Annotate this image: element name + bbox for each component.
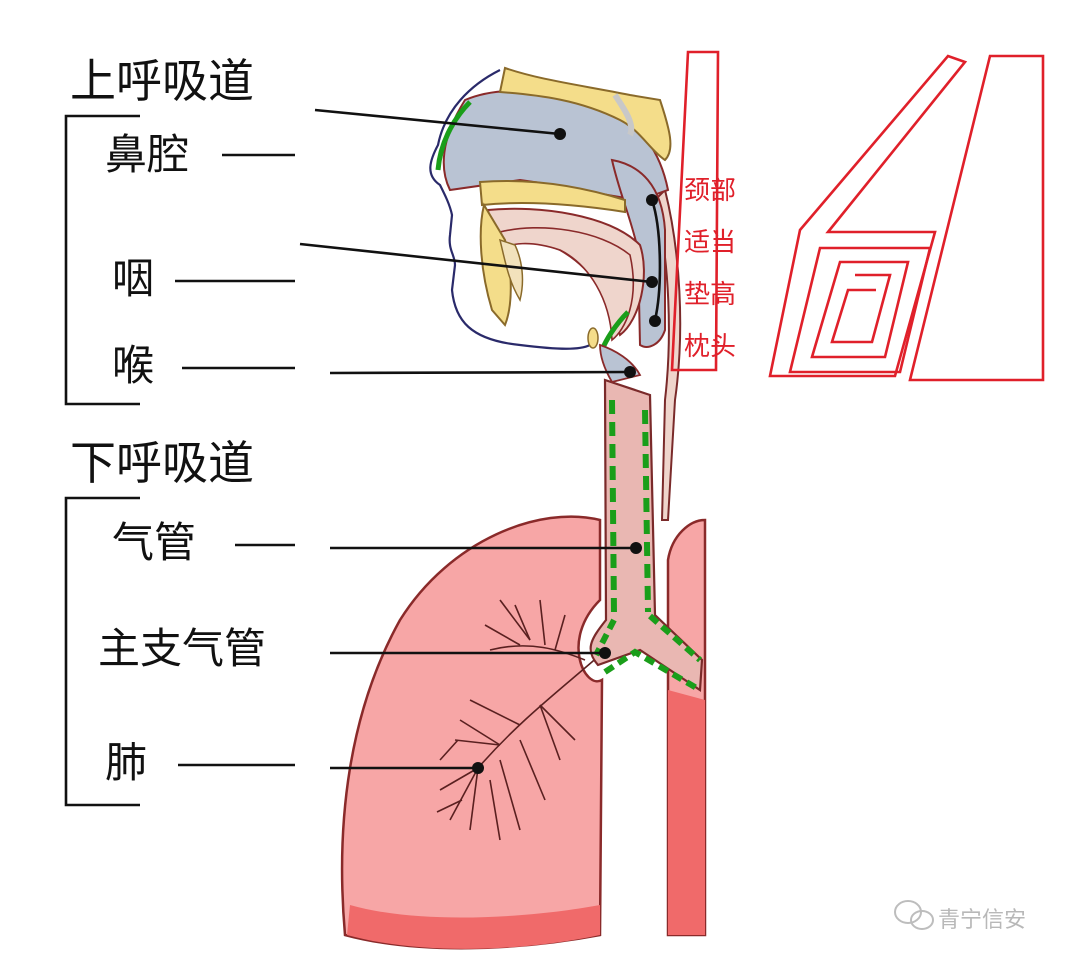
pillow-wedge-outline bbox=[768, 54, 968, 378]
head-section bbox=[429, 66, 672, 384]
upper-tract-title: 上呼吸道 bbox=[70, 54, 254, 108]
pillow-spiral-mid bbox=[810, 260, 910, 359]
pillow-note-line-2: 适当 bbox=[684, 228, 737, 258]
upper-tract-bracket bbox=[64, 114, 140, 406]
pillow-note-line-3: 垫高 bbox=[684, 280, 737, 310]
pillow-note-line-4: 枕头 bbox=[684, 332, 737, 362]
pillow-annotation bbox=[670, 50, 1045, 382]
right-lung bbox=[340, 515, 604, 950]
pillow-wedge-right bbox=[908, 54, 1045, 382]
lower-tract-title: 下呼吸道 bbox=[70, 436, 254, 490]
leader-pharynx bbox=[299, 242, 653, 284]
neck-tissue bbox=[653, 188, 682, 521]
leader-pharynx-span bbox=[650, 199, 662, 321]
leader-larynx bbox=[329, 370, 631, 375]
pillow-note-line-1: 颈部 bbox=[684, 176, 737, 206]
watermark: 青宁信安 bbox=[938, 908, 1027, 933]
left-lung bbox=[666, 518, 707, 937]
pillow-box bbox=[670, 50, 720, 372]
label-nasal-cavity: 鼻腔 bbox=[105, 130, 190, 179]
lower-tract-bracket bbox=[64, 496, 140, 807]
leader-dots bbox=[472, 128, 661, 774]
wechat-icon bbox=[894, 900, 934, 930]
label-larynx: 喉 bbox=[112, 341, 155, 390]
label-main-bronchus: 主支气管 bbox=[98, 624, 267, 673]
pillow-spiral-outer bbox=[788, 246, 932, 374]
leader-lines bbox=[175, 108, 662, 770]
label-pharynx: 咽 bbox=[112, 254, 155, 303]
bronchial-tree bbox=[436, 599, 601, 841]
brackets bbox=[64, 114, 140, 807]
pillow-spiral-inner bbox=[830, 273, 892, 344]
leader-nasal-cavity bbox=[314, 108, 561, 136]
trachea bbox=[589, 378, 704, 693]
label-lung: 肺 bbox=[105, 738, 148, 787]
label-trachea: 气管 bbox=[112, 518, 197, 567]
